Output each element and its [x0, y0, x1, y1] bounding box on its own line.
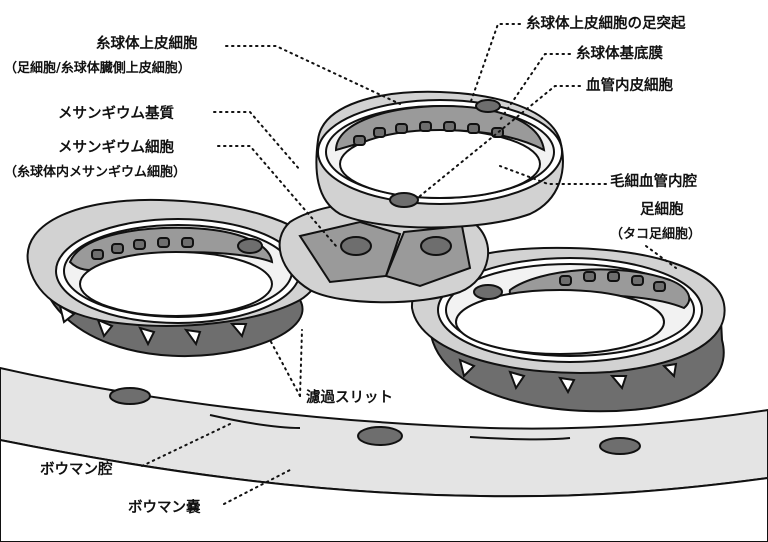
- capillary-loop-right: [410, 246, 726, 413]
- label-mesangial-cell-alt: （糸球体内メサンギウム細胞）: [4, 164, 186, 180]
- label-podocyte: 糸球体上皮細胞: [96, 34, 198, 52]
- bowman-capsule-wall: [0, 366, 768, 542]
- label-gbm: 糸球体基底膜: [576, 44, 663, 62]
- labels: 糸球体上皮細胞 （足細胞/糸球体臓側上皮細胞） 糸球体上皮細胞の足突起 糸球体基…: [4, 14, 701, 516]
- foot-processes-right: [458, 358, 678, 395]
- label-foot-process: 糸球体上皮細胞の足突起: [526, 14, 686, 32]
- leader-lines: [141, 23, 677, 505]
- rbc-cluster-right: [559, 271, 666, 292]
- label-podocyte-alt: （足細胞/糸球体臓側上皮細胞）: [4, 60, 191, 76]
- capillary-loop-top: [315, 90, 564, 229]
- label-foot-cell: 足細胞: [640, 200, 684, 218]
- label-mesangial-cell: メサンギウム細胞: [58, 138, 174, 156]
- label-capillary-lumen: 毛細血管内腔: [610, 172, 697, 190]
- label-bowman-space: ボウマン腔: [40, 460, 113, 478]
- label-foot-cell-alt: （タコ足細胞）: [610, 226, 701, 242]
- foot-processes-left: [58, 303, 248, 347]
- label-mesangial-matrix: メサンギウム基質: [58, 104, 174, 122]
- label-endothelial: 血管内皮細胞: [586, 76, 673, 94]
- rbc-cluster-left: [91, 237, 194, 260]
- capillary-loop-left: [26, 198, 325, 357]
- label-filtration-slit: 濾過スリット: [306, 388, 393, 406]
- label-bowman-capsule: ボウマン嚢: [128, 498, 201, 516]
